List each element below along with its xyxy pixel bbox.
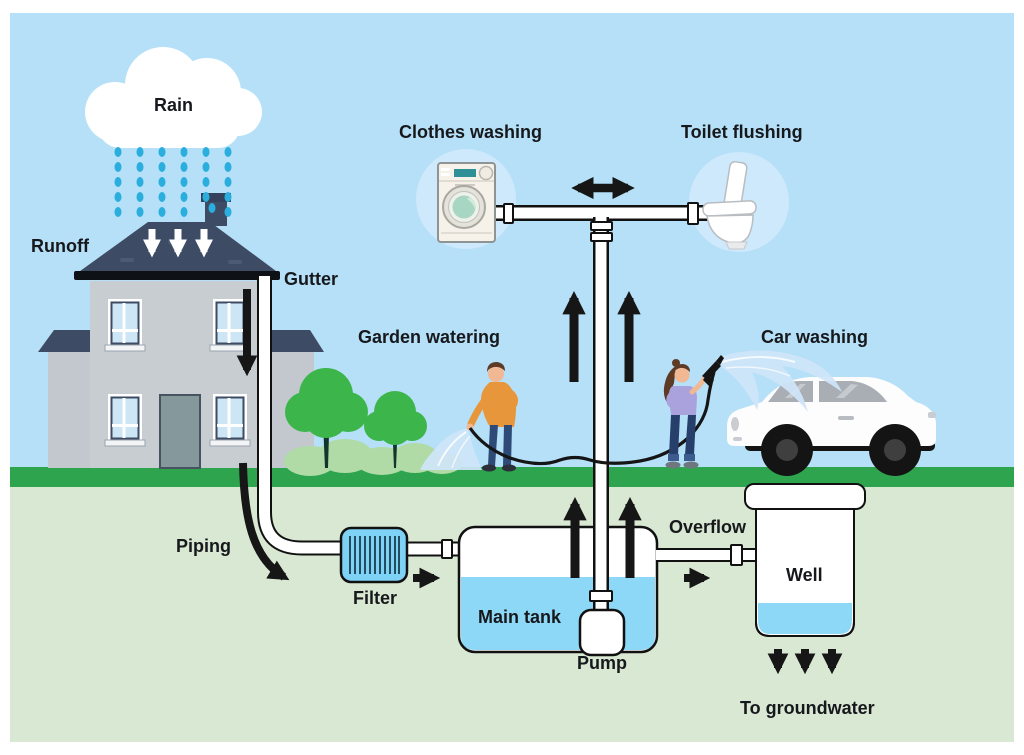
groundwater-arrows [767, 649, 843, 675]
left-wing-roof [38, 330, 92, 352]
toilet-icon [702, 161, 757, 250]
label-filter: Filter [353, 588, 398, 608]
car-wash-spray [716, 350, 842, 412]
downspout-pipe [257, 276, 344, 556]
label-clothes-washing: Clothes washing [399, 122, 543, 142]
label-main-tank: Main tank [478, 607, 562, 627]
door [159, 394, 201, 469]
taillight [928, 412, 936, 418]
trees [285, 368, 427, 468]
label-gutter: Gutter [284, 269, 338, 289]
washing-machine-icon [437, 162, 496, 243]
piping-flow-arrow [239, 462, 290, 581]
gutter-bar [74, 271, 280, 280]
pipe-couplings [503, 202, 699, 242]
label-toilet-flushing: Toilet flushing [681, 122, 803, 142]
garden-hose [468, 371, 716, 466]
pump-coupling [589, 590, 613, 602]
well-cap [744, 483, 866, 510]
spray-gun-icon [702, 355, 724, 387]
label-piping: Piping [176, 536, 231, 556]
filter-icon [339, 526, 409, 584]
label-car-washing: Car washing [761, 327, 869, 347]
label-to-groundwater: To groundwater [740, 698, 875, 718]
well-icon [744, 483, 866, 637]
tank-up-arrows [563, 496, 642, 578]
pump-flow-arrows [562, 290, 641, 382]
well-water [758, 603, 852, 634]
label-rain: Rain [154, 95, 194, 115]
cloud-icon [85, 47, 262, 148]
label-overflow: Overflow [669, 517, 747, 537]
house-left-wing [48, 352, 90, 468]
windows [104, 299, 251, 447]
chimney-cap [201, 193, 231, 202]
pump-icon [578, 608, 626, 657]
pipe-coupling [730, 544, 743, 566]
headlight [731, 417, 739, 431]
runoff-arrows [142, 229, 214, 258]
garden-watering-person [466, 362, 518, 472]
garden-spray [420, 428, 482, 470]
label-runoff: Runoff [31, 236, 89, 256]
rain-drops [114, 147, 232, 217]
car-washing-person [663, 355, 724, 469]
right-wing-roof [272, 330, 324, 352]
pipe-coupling [441, 539, 453, 559]
label-pump: Pump [577, 653, 628, 673]
label-garden-watering: Garden watering [358, 327, 501, 347]
label-well: Well [786, 565, 823, 585]
